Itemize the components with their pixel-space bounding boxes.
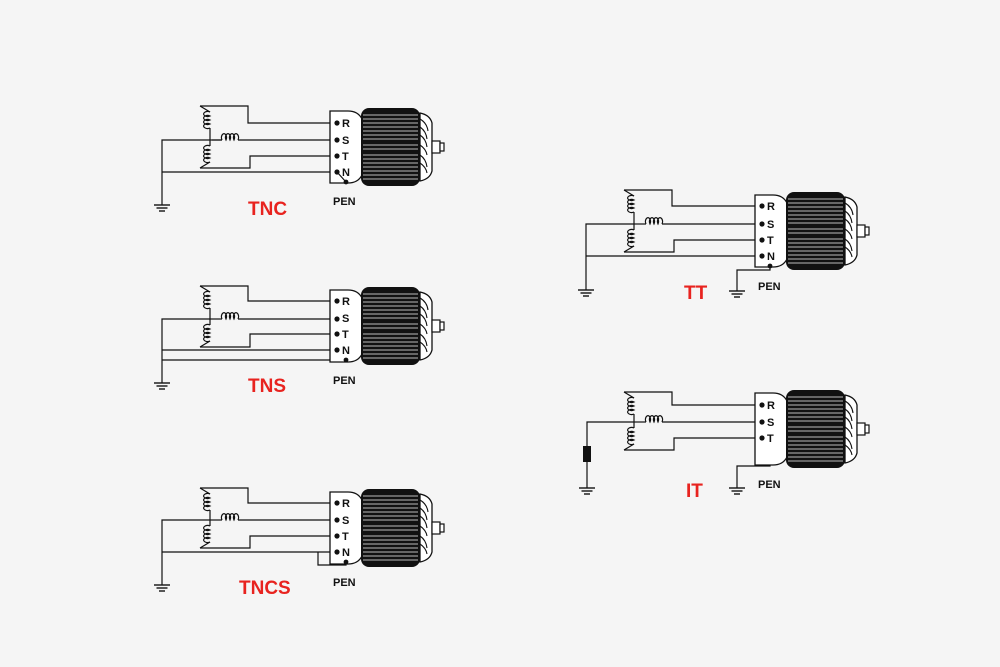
terminal-t: T <box>342 329 349 341</box>
pen-label: PEN <box>758 281 781 293</box>
diagram-tns: R S T N PEN TNS <box>153 285 445 397</box>
pen-label: PEN <box>333 375 356 387</box>
system-label-it: IT <box>686 481 703 502</box>
terminal-n: N <box>342 547 350 559</box>
transformer-star <box>199 487 240 549</box>
terminal-r: R <box>342 498 350 510</box>
terminal-n: N <box>342 167 350 179</box>
terminal-s: S <box>767 219 774 231</box>
grounding-impedance <box>583 446 591 462</box>
system-label-tncs: TNCS <box>239 578 291 599</box>
diagram-tncs: R S T N PEN TNCS <box>153 487 445 599</box>
system-label-tt: TT <box>684 283 708 304</box>
terminal-s: S <box>767 417 774 429</box>
terminal-t: T <box>342 531 349 543</box>
diagram-it: R S T PEN IT <box>578 389 870 502</box>
terminal-t: T <box>767 235 774 247</box>
transformer-star <box>623 189 664 253</box>
terminal-n: N <box>342 345 350 357</box>
terminal-r: R <box>767 400 775 412</box>
terminal-s: S <box>342 135 349 147</box>
terminal-n: N <box>767 251 775 263</box>
transformer-star <box>199 105 240 169</box>
pen-label: PEN <box>758 479 781 491</box>
diagram-tnc: R S T N PEN TNC <box>153 105 445 220</box>
terminal-s: S <box>342 515 349 527</box>
pen-label: PEN <box>333 196 356 208</box>
system-label-tns: TNS <box>248 376 286 397</box>
terminal-r: R <box>342 118 350 130</box>
terminal-t: T <box>767 433 774 445</box>
terminal-r: R <box>342 296 350 308</box>
terminal-s: S <box>342 313 349 325</box>
system-label-tnc: TNC <box>248 199 287 220</box>
pen-label: PEN <box>333 577 356 589</box>
terminal-r: R <box>767 201 775 213</box>
diagram-tt: R S T N PEN TT <box>577 189 870 304</box>
transformer-star <box>199 285 240 348</box>
terminal-t: T <box>342 151 349 163</box>
transformer-star <box>623 391 664 451</box>
